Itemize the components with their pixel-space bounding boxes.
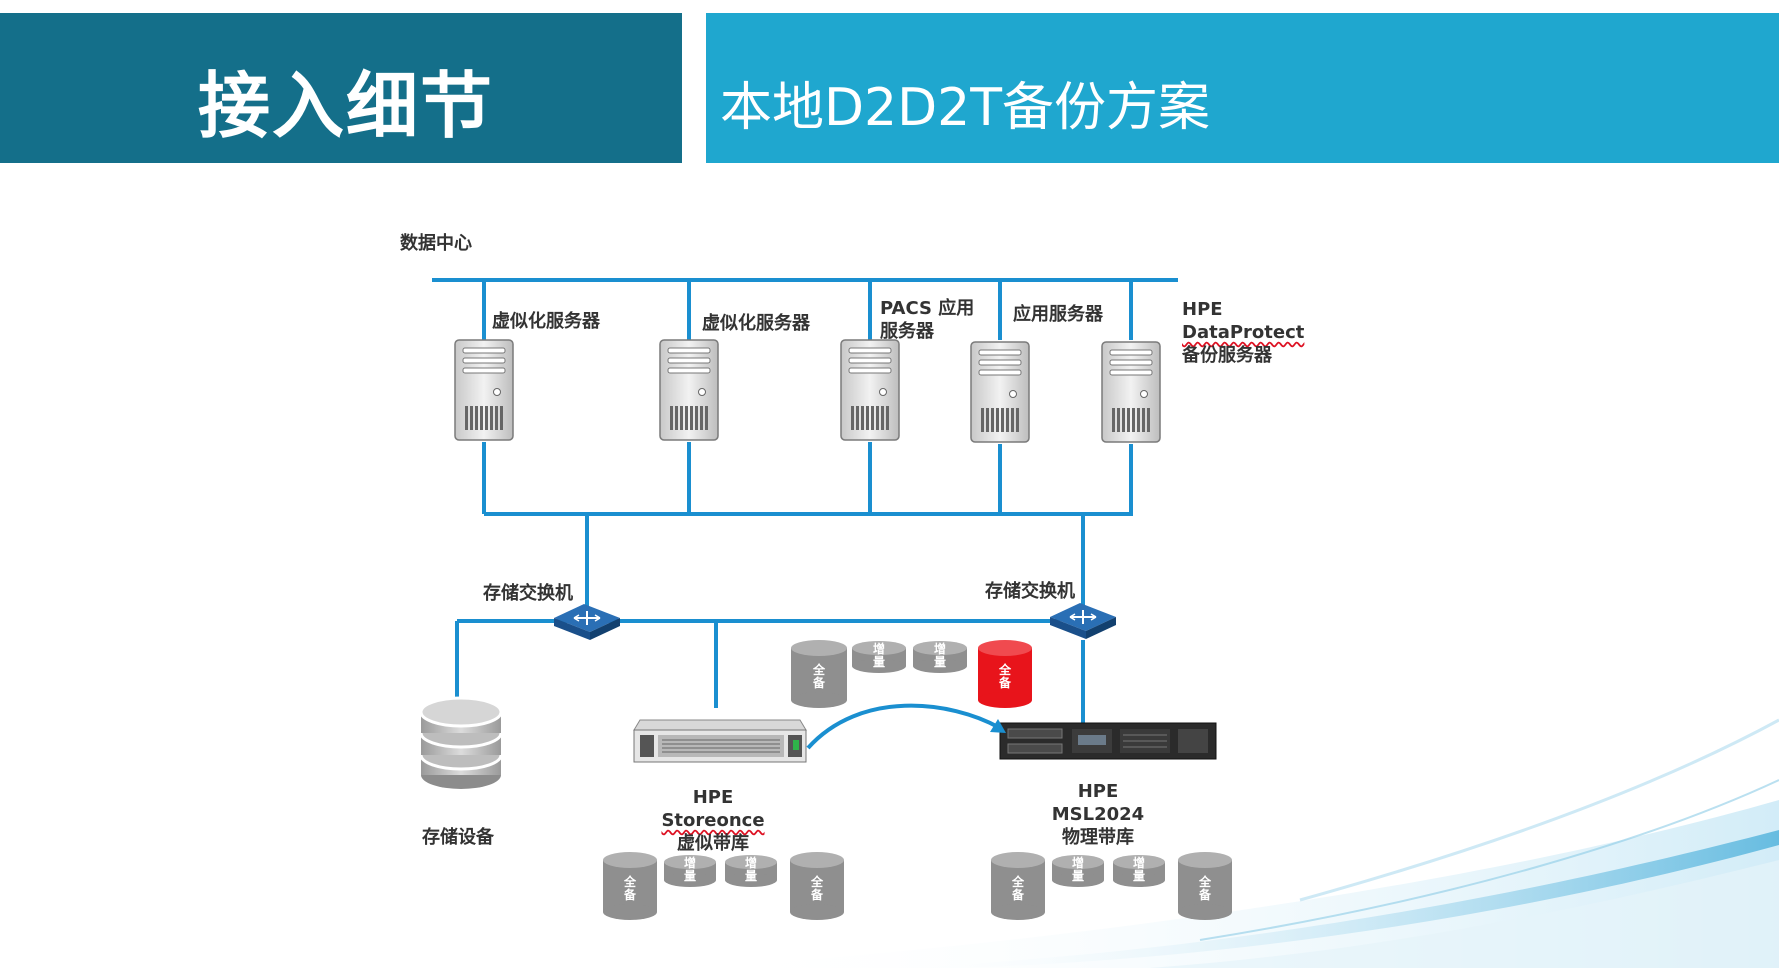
- full-backup-disk-label: 全备: [810, 875, 823, 902]
- incremental-backup-disk-icon: [913, 641, 967, 673]
- incremental-backup-disk-label: 增量: [872, 642, 885, 669]
- section-header-bar: 接入细节: [0, 13, 682, 163]
- msl-tape-library-icon: [999, 722, 1217, 760]
- switch-icon: [553, 603, 621, 641]
- full-backup-disk-icon-red: [978, 640, 1032, 708]
- section-title: 接入细节: [198, 64, 495, 148]
- server-label: 应用服务器: [1013, 304, 1103, 325]
- datacenter-label: 数据中心: [400, 233, 472, 254]
- backup-set-transfer: [791, 640, 1032, 708]
- physical-tape-label: HPE MSL2024 物理带库: [1051, 781, 1145, 848]
- full-backup-disk-label: 全备: [998, 663, 1011, 690]
- incremental-backup-disk-label: 增量: [933, 642, 946, 669]
- incremental-backup-disk-label: 增量: [1071, 856, 1084, 883]
- storage-device-label: 存储设备: [422, 827, 494, 848]
- virtual-tape-label: HPE Storeonce 虚似带库: [661, 787, 765, 854]
- full-backup-disk-icon: [791, 640, 847, 708]
- storeonce-appliance-icon: [633, 719, 807, 763]
- server-label: PACS 应用 服务器: [880, 298, 975, 342]
- storeonce-backup-set: [603, 852, 844, 920]
- backup-server-label: HPE DataProtect 备份服务器: [1182, 299, 1305, 366]
- server-label: 虚似化服务器: [702, 313, 810, 334]
- full-backup-disk-label: 全备: [1011, 875, 1024, 902]
- incremental-backup-disk-icon: [852, 641, 906, 673]
- server-label: 虚似化服务器: [492, 311, 600, 332]
- msl-backup-set: [991, 852, 1232, 920]
- slide-title: 本地D2D2T备份方案: [720, 78, 1211, 138]
- incremental-backup-disk-label: 增量: [1132, 856, 1145, 883]
- slide-header-bar: 本地D2D2T备份方案: [706, 13, 1779, 163]
- server-icon: [454, 339, 1161, 443]
- switch-icon: [1049, 602, 1117, 640]
- copy-arrow: [806, 703, 1001, 750]
- incremental-backup-disk-label: 增量: [744, 856, 757, 883]
- full-backup-disk-label: 全备: [1198, 875, 1211, 902]
- full-backup-disk-label: 全备: [623, 875, 636, 902]
- incremental-backup-disk-label: 增量: [683, 856, 696, 883]
- storage-switch-label: 存储交换机: [985, 581, 1075, 602]
- full-backup-disk-label: 全备: [812, 663, 825, 690]
- storage-device-icon: [419, 696, 503, 789]
- storage-switch-label: 存储交换机: [483, 583, 573, 604]
